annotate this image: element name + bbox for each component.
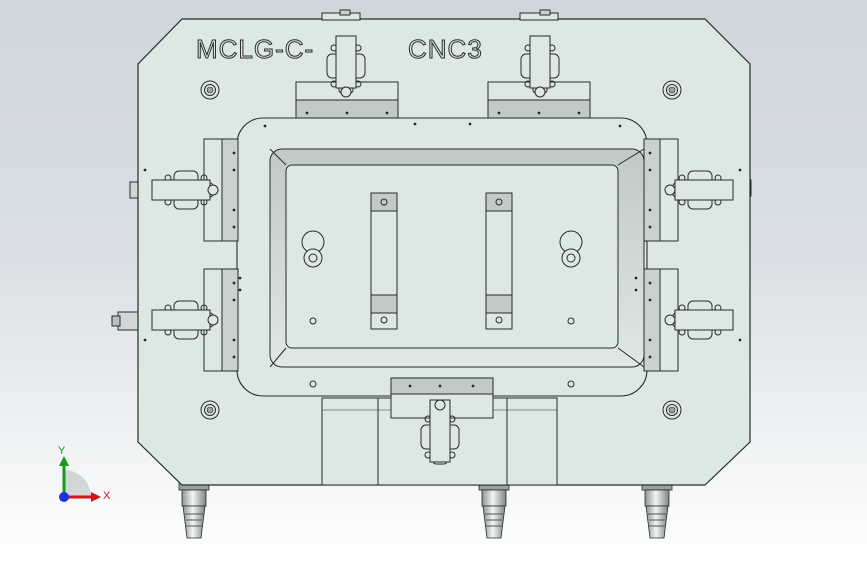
x-axis-label: X: [103, 490, 111, 502]
support-bar-right: [485, 192, 513, 330]
engraving-part-code: MCLG-C-: [196, 34, 314, 64]
air-fitting: [117, 311, 139, 331]
support-bar-left: [370, 192, 398, 330]
locating-pin-right: [641, 479, 673, 539]
locating-pin-left: [178, 479, 210, 539]
axis-triad: Y X: [58, 445, 111, 502]
engraving-op-code: CNC3: [408, 34, 483, 64]
screw-dots: [143, 111, 742, 388]
locating-pin-center: [478, 479, 510, 539]
y-axis-label: Y: [58, 445, 66, 457]
pocket-locator-left: [301, 230, 325, 268]
origin-dot: [59, 492, 69, 502]
pocket-locator-right: [559, 230, 583, 268]
